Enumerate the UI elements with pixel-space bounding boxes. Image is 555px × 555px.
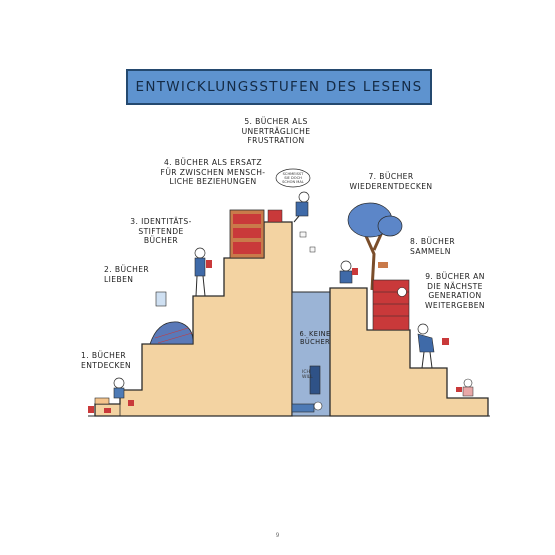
stage-label-3: 3. IDENTITÄTS- STIFTENDE BÜCHER bbox=[130, 217, 192, 246]
stage5-frustrated bbox=[275, 168, 316, 253]
title-banner: ENTWICKLUNGSSTUFEN DES LESENS bbox=[126, 69, 432, 105]
stage7-tree bbox=[339, 202, 403, 291]
stage9-pass-on bbox=[417, 323, 474, 397]
stage4-bookshelf bbox=[229, 209, 283, 259]
stage-label-4: 4. BÜCHER ALS ERSATZ FÜR ZWISCHEN MENSCH… bbox=[160, 158, 266, 187]
stage-label-2: 2. BÜCHER LIEBEN bbox=[104, 265, 150, 284]
speech-bubble-text: SCHMEISST SIE DOCH SCHON MAL bbox=[282, 172, 304, 184]
stage8-collection bbox=[372, 279, 410, 331]
page-number: 9 bbox=[275, 532, 280, 539]
stage6-no-books bbox=[291, 365, 323, 413]
valley-shadow bbox=[291, 291, 331, 417]
left-staircase bbox=[94, 221, 293, 417]
page-title: ENTWICKLUNGSSTUFEN DES LESENS bbox=[135, 79, 423, 95]
stage-label-6: 6. KEINE BÜCHER bbox=[299, 330, 331, 347]
right-staircase bbox=[329, 287, 489, 417]
stage-label-9: 9. BÜCHER AN DIE NÄCHSTE GENERATION WEIT… bbox=[424, 272, 486, 310]
wall-note: ICH WILL bbox=[302, 370, 313, 380]
stage1-child bbox=[88, 377, 134, 413]
stage2-sleeper bbox=[149, 291, 194, 345]
stage-label-8: 8. BÜCHER SAMMELN bbox=[410, 237, 456, 256]
stage3-reader bbox=[194, 247, 212, 297]
stage-label-7: 7. BÜCHER WIEDERENTDECKEN bbox=[349, 172, 433, 191]
stage-label-1: 1. BÜCHER ENTDECKEN bbox=[81, 351, 132, 370]
stage-label-5: 5. BÜCHER ALS UNERTRÄGLICHE FRUSTRATION bbox=[241, 117, 311, 146]
